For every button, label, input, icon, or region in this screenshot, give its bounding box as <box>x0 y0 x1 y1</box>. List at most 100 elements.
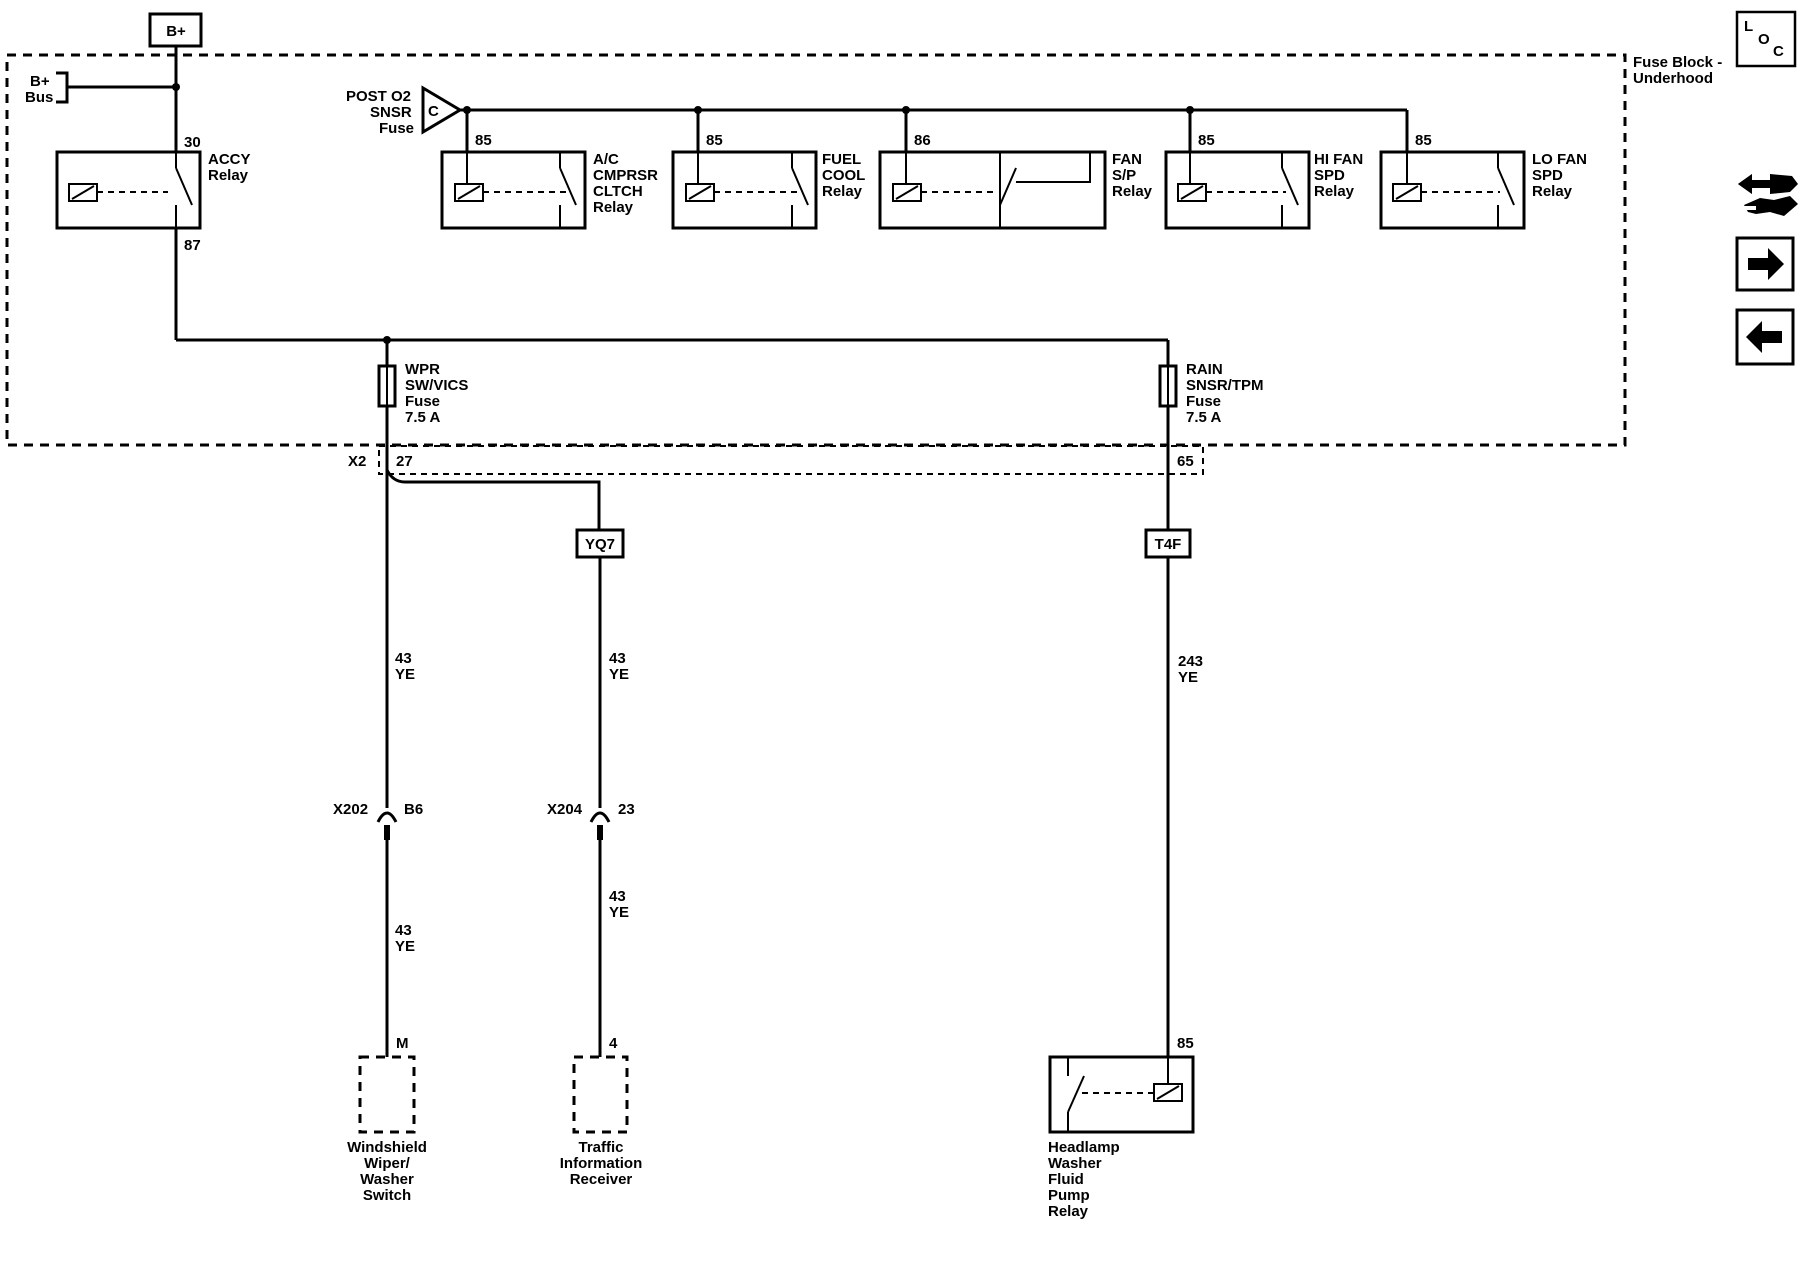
bplus-source: B+ <box>148 12 203 48</box>
svg-text:M: M <box>396 1035 409 1052</box>
svg-text:YE: YE <box>395 666 415 683</box>
svg-text:CMPRSR: CMPRSR <box>593 167 658 184</box>
svg-text:SPD: SPD <box>1532 167 1563 184</box>
svg-text:POST O2: POST O2 <box>346 88 411 105</box>
svg-text:43: 43 <box>609 888 626 905</box>
svg-text:CLTCH: CLTCH <box>593 183 643 200</box>
wire-label-43-ye-left-lower: 43 YE <box>395 922 415 955</box>
branch-wire-yq7 <box>385 469 601 530</box>
svg-text:SNSR/TPM: SNSR/TPM <box>1186 377 1264 394</box>
svg-text:85: 85 <box>1198 132 1215 149</box>
fuel-cool-relay: 85 FUEL COOL Relay <box>671 110 865 230</box>
accy-relay: 30 ACCY Relay 87 <box>55 134 251 254</box>
svg-text:YQ7: YQ7 <box>585 536 615 553</box>
svg-text:YE: YE <box>609 666 629 683</box>
bplus-bus: B+ Bus <box>25 46 180 152</box>
x202-connector: X202 B6 <box>333 801 423 1057</box>
svg-text:LO FAN: LO FAN <box>1532 151 1587 168</box>
t4f-inline-connector: T4F <box>1144 528 1192 1057</box>
svg-text:FUEL: FUEL <box>822 151 861 168</box>
svg-text:Pump: Pump <box>1048 1187 1090 1204</box>
svg-text:C: C <box>1773 43 1784 60</box>
svg-text:Switch: Switch <box>363 1187 411 1204</box>
svg-text:YE: YE <box>1178 669 1198 686</box>
connector-swap-icon[interactable] <box>1738 174 1798 216</box>
svg-text:WPR: WPR <box>405 361 440 378</box>
svg-text:SPD: SPD <box>1314 167 1345 184</box>
yq7-inline-connector: YQ7 <box>575 528 625 808</box>
arrow-right-icon[interactable] <box>1735 236 1795 292</box>
svg-text:7.5 A: 7.5 A <box>405 409 440 426</box>
wire-label-243-ye: 243 YE <box>1178 653 1203 686</box>
svg-text:Washer: Washer <box>1048 1155 1102 1172</box>
svg-text:HI FAN: HI FAN <box>1314 151 1363 168</box>
svg-text:Windshield: Windshield <box>347 1139 427 1156</box>
svg-text:COOL: COOL <box>822 167 865 184</box>
svg-text:B+: B+ <box>30 73 50 90</box>
svg-text:Fluid: Fluid <box>1048 1171 1084 1188</box>
svg-text:O: O <box>1758 31 1770 48</box>
svg-text:4: 4 <box>609 1035 618 1052</box>
fuse-block-label: Fuse Block - Underhood <box>1633 54 1722 87</box>
x204-connector: X204 23 <box>547 801 635 1057</box>
svg-text:X2: X2 <box>348 453 366 470</box>
traffic-information-receiver: 4 Traffic Information Receiver <box>560 1035 643 1188</box>
arrow-left-icon[interactable] <box>1735 308 1795 366</box>
svg-text:YE: YE <box>609 904 629 921</box>
svg-text:T4F: T4F <box>1155 536 1182 553</box>
fan-sp-relay: 86 FAN S/P Relay <box>878 110 1153 230</box>
bplus-label: B+ <box>166 23 186 40</box>
svg-text:X202: X202 <box>333 801 368 818</box>
svg-text:Fuse Block -: Fuse Block - <box>1633 54 1722 71</box>
svg-text:Fuse: Fuse <box>1186 393 1221 410</box>
svg-text:SNSR: SNSR <box>370 104 412 121</box>
wire-label-43-ye-left-upper: 43 YE <box>395 650 415 683</box>
svg-text:85: 85 <box>706 132 723 149</box>
svg-text:Headlamp: Headlamp <box>1048 1139 1120 1156</box>
svg-text:YE: YE <box>395 938 415 955</box>
svg-text:Relay: Relay <box>208 167 249 184</box>
svg-text:30: 30 <box>184 134 201 151</box>
headlamp-washer-fluid-pump-relay: 85 Headlamp Washer Fluid Pump Relay <box>1048 1035 1195 1220</box>
svg-text:Relay: Relay <box>1112 183 1153 200</box>
svg-text:Bus: Bus <box>25 89 53 106</box>
svg-text:L: L <box>1744 18 1753 35</box>
wire-label-43-ye-mid-upper: 43 YE <box>609 650 629 683</box>
svg-text:Relay: Relay <box>1532 183 1573 200</box>
svg-text:86: 86 <box>914 132 931 149</box>
svg-text:Relay: Relay <box>1314 183 1355 200</box>
svg-text:43: 43 <box>395 922 412 939</box>
post-o2-snsr-fuse: POST O2 SNSR Fuse C <box>346 85 1407 137</box>
svg-text:Receiver: Receiver <box>570 1171 633 1188</box>
location-button[interactable]: L O C <box>1735 10 1797 68</box>
svg-text:S/P: S/P <box>1112 167 1136 184</box>
hi-fan-spd-relay: 85 HI FAN SPD Relay <box>1164 110 1363 230</box>
svg-text:Traffic: Traffic <box>578 1139 623 1156</box>
fuse-block-boundary <box>5 53 1627 447</box>
svg-text:C: C <box>428 103 439 120</box>
svg-text:Washer: Washer <box>360 1171 414 1188</box>
svg-text:65: 65 <box>1177 453 1194 470</box>
svg-text:A/C: A/C <box>593 151 619 168</box>
windshield-wiper-washer-switch: M Windshield Wiper/ Washer Switch <box>347 1035 427 1204</box>
svg-text:7.5 A: 7.5 A <box>1186 409 1221 426</box>
rain-snsr-tpm-fuse: RAIN SNSR/TPM Fuse 7.5 A <box>1158 340 1264 530</box>
wire-label-43-ye-mid-lower: 43 YE <box>609 888 629 921</box>
svg-text:X204: X204 <box>547 801 583 818</box>
svg-text:243: 243 <box>1178 653 1203 670</box>
svg-text:85: 85 <box>1415 132 1432 149</box>
svg-text:85: 85 <box>475 132 492 149</box>
svg-text:B6: B6 <box>404 801 423 818</box>
wpr-sw-vics-fuse: WPR SW/VICS Fuse 7.5 A <box>377 340 468 482</box>
svg-text:Fuse: Fuse <box>405 393 440 410</box>
svg-text:RAIN: RAIN <box>1186 361 1223 378</box>
lo-fan-spd-relay: 85 LO FAN SPD Relay <box>1379 110 1587 230</box>
svg-text:27: 27 <box>396 453 413 470</box>
svg-text:Relay: Relay <box>1048 1203 1089 1220</box>
svg-text:43: 43 <box>609 650 626 667</box>
svg-text:Information: Information <box>560 1155 643 1172</box>
svg-text:85: 85 <box>1177 1035 1194 1052</box>
svg-text:ACCY: ACCY <box>208 151 251 168</box>
ac-compressor-clutch-relay: 85 A/C CMPRSR CLTCH Relay <box>440 110 658 230</box>
svg-text:Wiper/: Wiper/ <box>364 1155 411 1172</box>
